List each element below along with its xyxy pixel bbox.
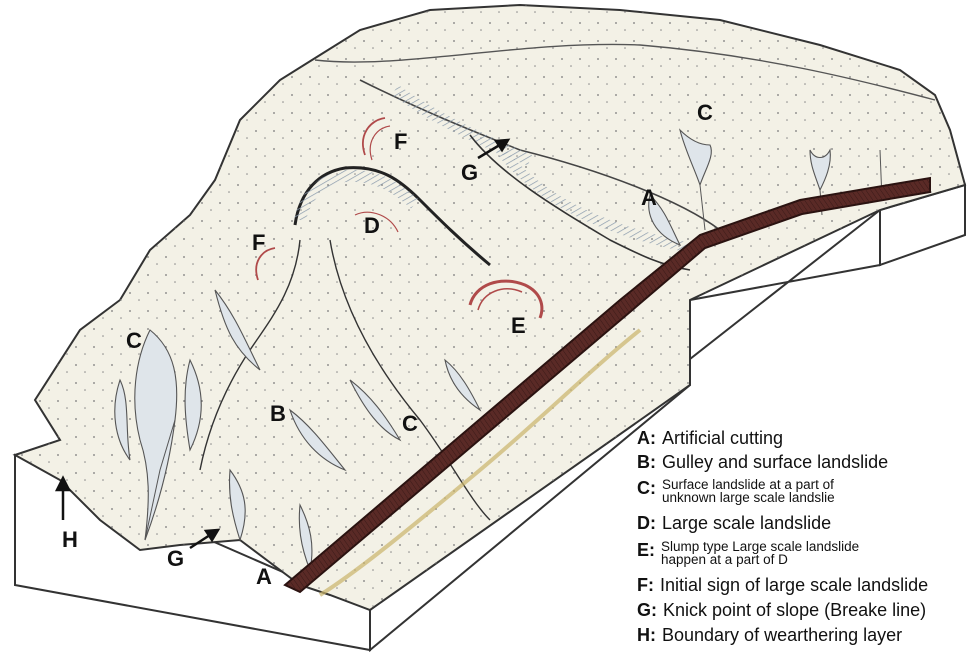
legend-item-H: H: Boundary of wearthering layer <box>637 625 902 646</box>
legend-item-A: A: Artificial cutting <box>637 428 783 449</box>
legend-text: Artificial cutting <box>662 428 783 449</box>
legend-text: Surface landslide at a part of unknown l… <box>662 478 835 504</box>
label-A-top: A <box>641 187 657 209</box>
legend-text: Boundary of wearthering layer <box>662 625 902 646</box>
legend-key: A: <box>637 428 656 449</box>
legend-key: E: <box>637 540 655 561</box>
legend-key: D: <box>637 513 656 534</box>
legend-key: C: <box>637 478 656 499</box>
legend-text: Slump type Large scale landslide happen … <box>661 540 859 566</box>
legend-item-G: G: Knick point of slope (Breake line) <box>637 600 926 621</box>
legend-item-F: F: Initial sign of large scale landslide <box>637 575 928 596</box>
label-G-bottom: G <box>167 548 184 570</box>
label-A-bottom: A <box>256 566 272 588</box>
legend-item-D: D: Large scale landslide <box>637 513 831 534</box>
legend-item-C: C: Surface landslide at a part of unknown… <box>637 478 835 504</box>
label-F-left: F <box>252 232 265 254</box>
label-C-mid: C <box>402 413 418 435</box>
legend-item-B: B: Gulley and surface landslide <box>637 452 888 473</box>
label-C-top: C <box>697 102 713 124</box>
legend-text: Gulley and surface landslide <box>662 452 888 473</box>
legend-key: H: <box>637 625 656 646</box>
legend-key: G: <box>637 600 657 621</box>
legend-key: B: <box>637 452 656 473</box>
label-H: H <box>62 529 78 551</box>
legend-text: Knick point of slope (Breake line) <box>663 600 926 621</box>
label-C-left: C <box>126 330 142 352</box>
legend-text: Initial sign of large scale landslide <box>660 575 928 596</box>
label-F-top: F <box>394 131 407 153</box>
label-E: E <box>511 315 526 337</box>
label-D: D <box>364 215 380 237</box>
legend-item-E: E: Slump type Large scale landslide happe… <box>637 540 859 566</box>
label-G-top: G <box>461 162 478 184</box>
legend-text: Large scale landslide <box>662 513 831 534</box>
legend-key: F: <box>637 575 654 596</box>
label-B: B <box>270 403 286 425</box>
